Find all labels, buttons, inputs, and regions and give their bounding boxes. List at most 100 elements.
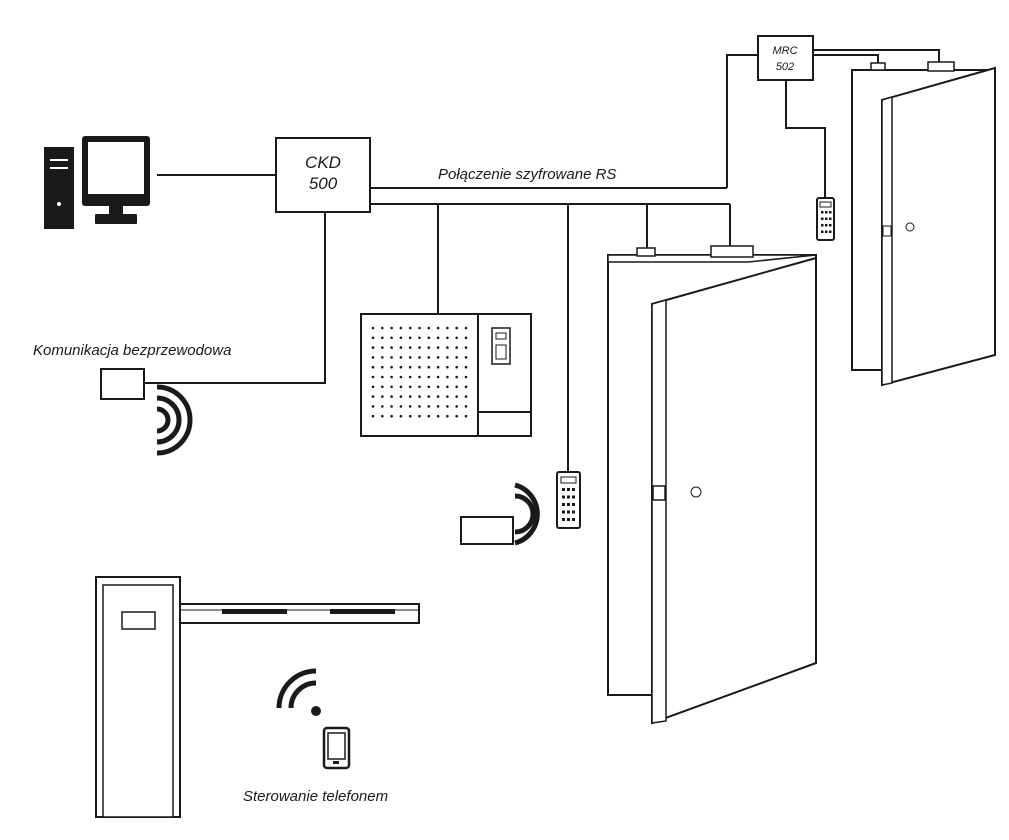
speaker-grid-dot bbox=[371, 385, 375, 389]
speaker-grid-dot bbox=[427, 385, 431, 389]
speaker-grid-dot bbox=[446, 414, 449, 418]
speaker-grid-dot bbox=[455, 356, 459, 359]
speaker-grid-dot bbox=[381, 326, 384, 330]
mrc-to-sensor-wire bbox=[813, 54, 879, 63]
wifi-icon bbox=[156, 384, 193, 456]
speaker-grid-dot bbox=[418, 365, 421, 369]
wiring bbox=[144, 49, 940, 472]
speaker-grid-dot bbox=[381, 346, 384, 349]
speaker-grid-dot bbox=[371, 405, 375, 408]
speaker-grid-dot bbox=[418, 356, 421, 359]
speaker-grid-dot bbox=[390, 326, 393, 330]
speaker-grid-dot bbox=[446, 326, 449, 330]
speaker-grid-dot bbox=[436, 395, 440, 398]
rs-to-mrc-wire bbox=[726, 54, 758, 188]
keypad-sec-keys-dot bbox=[825, 217, 828, 220]
speaker-grid-dot bbox=[381, 356, 384, 359]
controller-box bbox=[275, 137, 371, 213]
speaker-grid-dot bbox=[455, 346, 459, 349]
speaker-grid-dot bbox=[390, 346, 393, 349]
speaker-grid-dot bbox=[418, 326, 421, 330]
speaker-grid-dot bbox=[427, 405, 431, 408]
rs-connection-label: Połączenie szyfrowane RS bbox=[438, 166, 616, 183]
intercom-icon bbox=[360, 313, 532, 437]
speaker-grid-dot bbox=[464, 385, 468, 389]
speaker-grid-dot bbox=[371, 365, 375, 369]
mrc-to-lock-wire bbox=[813, 49, 940, 63]
speaker-grid-dot bbox=[390, 395, 393, 398]
mrc-502-controller: MRC 502 bbox=[757, 35, 814, 81]
door-leaf bbox=[651, 256, 817, 725]
speaker-grid-dot bbox=[436, 336, 440, 340]
speaker-grid-dot bbox=[464, 414, 468, 418]
speaker-grid-dot bbox=[455, 395, 459, 398]
computer-icon bbox=[44, 136, 150, 229]
speaker-grid-dot bbox=[455, 365, 459, 369]
keypad-main-keys-dot bbox=[562, 488, 565, 491]
speaker-grid-dot bbox=[390, 365, 393, 369]
speaker-grid-dot bbox=[436, 365, 440, 369]
keypad-main-keys-dot bbox=[572, 503, 575, 506]
speaker-grid-dot bbox=[427, 356, 431, 359]
speaker-grid-dot bbox=[390, 405, 393, 408]
door-handle bbox=[690, 486, 702, 498]
speaker-grid-dot bbox=[371, 326, 375, 330]
speaker-grille bbox=[371, 326, 468, 418]
speaker-grid-dot bbox=[408, 356, 412, 359]
speaker-grid-dot bbox=[446, 385, 449, 389]
speaker-grid-dot bbox=[371, 336, 375, 340]
keypad-icon bbox=[816, 197, 835, 241]
speaker-grid-dot bbox=[390, 414, 393, 418]
speaker-grid-dot bbox=[455, 405, 459, 408]
keypad-main-keys-dot bbox=[567, 495, 570, 499]
keypad-sec-keys-dot bbox=[821, 224, 824, 227]
speaker-grid-dot bbox=[390, 356, 393, 359]
mrc-to-keypad-wire bbox=[785, 80, 826, 198]
speaker-grid-dot bbox=[446, 346, 449, 349]
mrc-label-line2: 502 bbox=[776, 61, 794, 73]
speaker-grid-dot bbox=[408, 395, 412, 398]
barrier-arm bbox=[179, 603, 420, 624]
speaker-grid-dot bbox=[464, 365, 468, 369]
barrier-reflector bbox=[330, 609, 395, 614]
speaker-grid-dot bbox=[464, 356, 468, 359]
keypad-main-keys-dot bbox=[562, 518, 565, 521]
speaker-grid-dot bbox=[418, 336, 421, 340]
speaker-grid-dot bbox=[381, 385, 384, 389]
keypad-sec-keys-dot bbox=[821, 211, 824, 214]
monitor-stand bbox=[95, 214, 137, 224]
speaker-grid-dot bbox=[436, 405, 440, 408]
speaker-grid-dot bbox=[399, 395, 403, 398]
speaker-grid-dot bbox=[427, 365, 431, 369]
speaker-grid-dot bbox=[427, 414, 431, 418]
phone-control-label: Sterowanie telefonem bbox=[243, 788, 388, 805]
speaker-grid-dot bbox=[446, 395, 449, 398]
keypad-main-keys-dot bbox=[562, 510, 565, 514]
speaker-grid-dot bbox=[399, 414, 403, 418]
speaker-grid-dot bbox=[408, 336, 412, 340]
speaker-grid-dot bbox=[408, 326, 412, 330]
speaker-grid-dot bbox=[399, 356, 403, 359]
keypad-sec-keys-dot bbox=[821, 230, 824, 233]
keypad-main-keys-dot bbox=[567, 510, 570, 514]
door-icon bbox=[607, 245, 817, 725]
speaker-grid-dot bbox=[464, 326, 468, 330]
speaker-grid-dot bbox=[427, 326, 431, 330]
barrier-display bbox=[121, 611, 156, 630]
phone-screen bbox=[327, 732, 346, 760]
speaker-grid-dot bbox=[381, 365, 384, 369]
speaker-grid-dot bbox=[436, 346, 440, 349]
controller-to-wireless-wire bbox=[144, 212, 326, 384]
speaker-grid-dot bbox=[381, 375, 384, 379]
speaker-grid-dot bbox=[427, 375, 431, 379]
speaker-grid-dot bbox=[464, 336, 468, 340]
speaker-grid-dot bbox=[455, 375, 459, 379]
speaker-grid-dot bbox=[371, 356, 375, 359]
keypad-main bbox=[556, 471, 581, 529]
speaker-grid-dot bbox=[418, 414, 421, 418]
speaker-grid-dot bbox=[455, 336, 459, 340]
mrc-box bbox=[757, 35, 814, 81]
speaker-grid-dot bbox=[399, 326, 403, 330]
wireless-module bbox=[100, 368, 145, 400]
